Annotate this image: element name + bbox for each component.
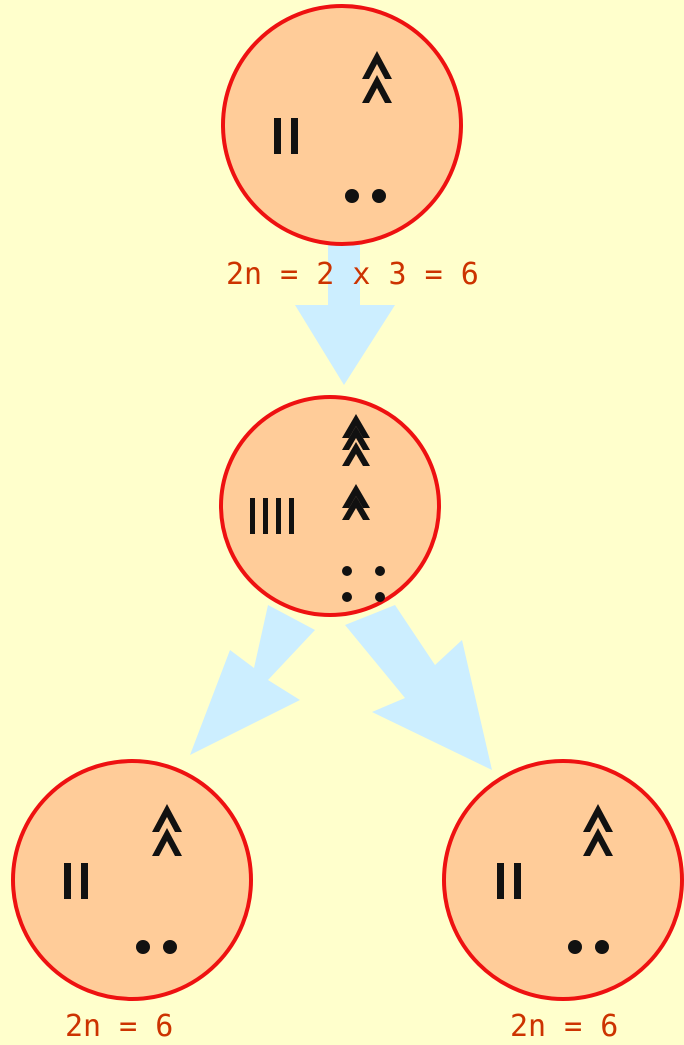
cell-membrane [219, 395, 441, 617]
arrow-parent-to-replicated [295, 245, 395, 385]
caption-parent: 2n = 2 x 3 = 6 [226, 257, 479, 292]
chromosome-pair-bars [64, 863, 88, 899]
chromosome-pair-dots [136, 940, 177, 954]
arrow-to-daughter-left [190, 605, 315, 755]
chromosome-pair-bars [274, 118, 298, 154]
cell-membrane [11, 759, 253, 1001]
chromosome-pair-bars [497, 863, 521, 899]
chromosome-pair-chevrons [362, 51, 392, 103]
chromosome-chevrons-replicated [342, 414, 370, 520]
chromosome-pair-chevrons [152, 804, 182, 856]
cell-membrane [221, 4, 463, 246]
chromosome-dots-replicated [342, 566, 385, 602]
cell-daughter-left [11, 759, 253, 1001]
cell-parent [221, 4, 463, 246]
chromosome-pair-dots [568, 940, 609, 954]
caption-daughter-left: 2n = 6 [65, 1009, 174, 1044]
arrow-to-daughter-right [345, 605, 492, 770]
chromosome-pair-dots [345, 189, 386, 203]
chromosome-bars-replicated [250, 498, 294, 534]
cell-replicated [219, 395, 441, 617]
cell-membrane [442, 759, 684, 1001]
cell-daughter-right [442, 759, 684, 1001]
caption-daughter-right: 2n = 6 [510, 1009, 619, 1044]
chromosome-pair-chevrons [583, 804, 613, 856]
